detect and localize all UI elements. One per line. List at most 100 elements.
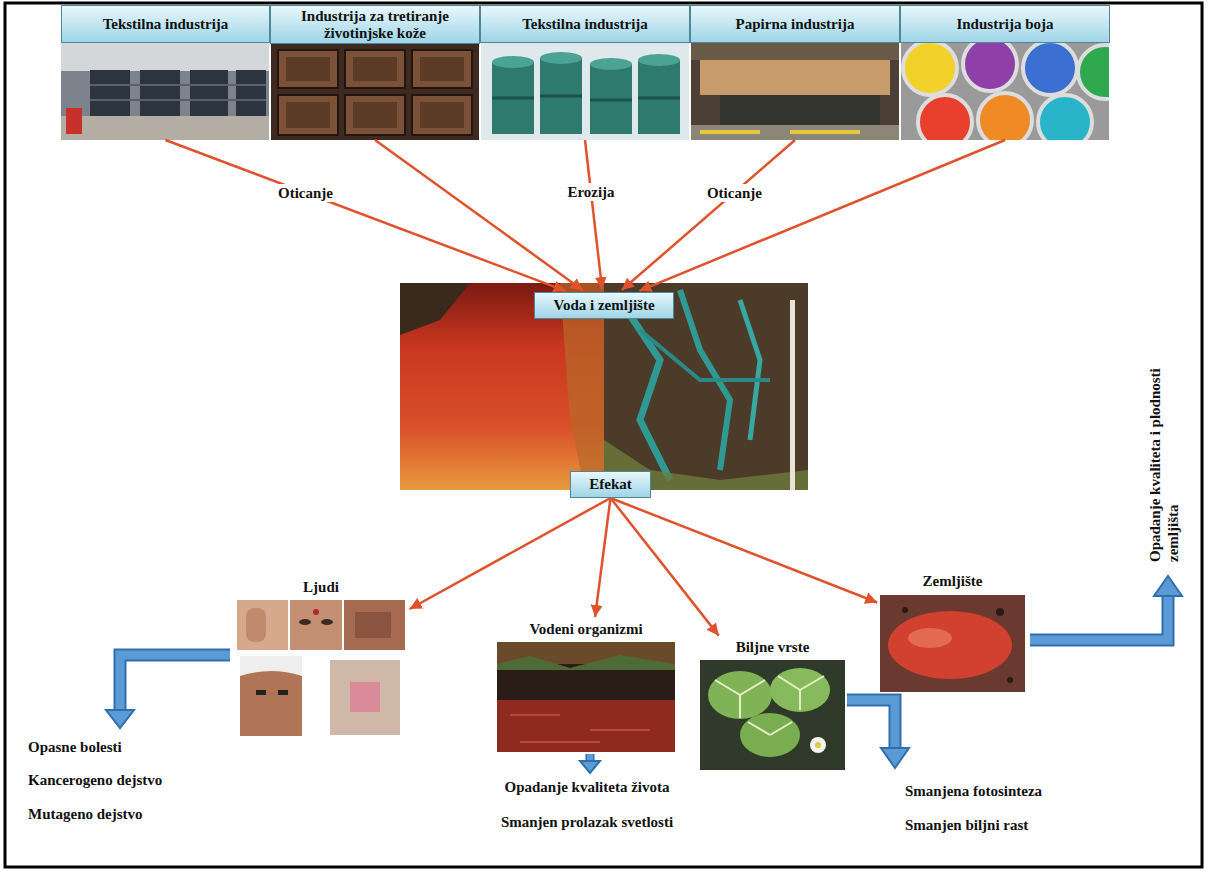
polluted-water-soil-photo [740,300,760,440]
flow-arrow [595,498,610,617]
human-effects-photos [313,609,319,615]
result-arrow [106,655,230,728]
tannery-photo [286,57,330,81]
result-arrow [580,761,600,773]
paint-cans-photo [963,43,1017,91]
result-arrow [847,700,895,750]
polluted-water-soil-photo [640,330,770,380]
industry-source: Industrija boja [900,5,1110,140]
tannery-photo [286,102,330,128]
outer-frame [5,3,1202,867]
polluted-water-soil-photo [620,300,670,480]
paint-cans-photo [1078,45,1109,99]
warehouse-photo [66,108,82,134]
warehouse-photo [90,70,130,116]
warehouse-photo [61,43,269,71]
human-effects-photos [344,600,405,650]
human-effects-photos [256,690,266,695]
flow-label: Oticanje [275,184,336,202]
effect-item: Opasne bolesti [28,738,122,756]
human-effects-photos [240,656,302,736]
aquatic-photo [497,655,675,670]
human-effects-photos [330,660,400,735]
warehouse-photo [61,43,269,140]
paint-cans-photo [1023,43,1077,95]
aquatic-organisms: Vodeni organizmi [497,620,675,754]
band-label: Tekstilna industrija [61,5,270,43]
result-arrow [120,655,230,712]
effect-item: Smanjen biljni rast [905,816,1028,834]
paper-machine-photo [700,60,890,95]
soil-photo [880,595,1025,692]
warehouse-photo [90,85,266,100]
warehouse-photo [61,43,269,140]
flow-arrow [611,498,878,602]
result-arrow [1030,594,1168,640]
result-arrow [580,754,600,773]
node-heading: Ljudi [235,578,407,596]
soil-photo [880,595,1025,692]
warehouse-photo [61,116,269,140]
paint-cans-photo [918,95,972,140]
result-arrow [106,710,134,728]
human-effects-photos [278,690,288,695]
result-arrow [120,655,230,712]
soil-photo [996,608,1004,616]
band-label: Efekat [570,471,651,498]
human-effects-photos [237,600,288,650]
soil-photo [888,611,1012,679]
tannery-photo [271,43,479,140]
plant-species: Biljne vrste [700,638,845,770]
plant-photo [810,737,826,753]
flow-arrow [410,498,611,609]
band-label: Papirna industrija [690,5,900,43]
human-effects-photos [355,612,391,638]
result-arrow [847,700,895,750]
industry-source: Papirna industrija [690,5,900,140]
paint-cans-photo [1038,95,1092,140]
aquatic-photo [510,715,650,742]
soil-photo [1007,677,1013,683]
human-effects-photos [246,608,266,642]
plant-photo [700,660,845,770]
polluted-water-soil-photo [400,283,808,490]
soil-photo [902,607,908,613]
effect-band: Efekat [570,471,651,498]
water-soil-band: Voda i zemljište [534,292,674,319]
human-effects-photos [290,600,342,650]
effect-item: Smanjena fotosinteza [905,782,1042,800]
result-arrow [1030,594,1168,640]
plant-photo [715,676,824,735]
industry-source: Industrija za tretiranje životinjske kož… [270,5,480,140]
dye-barrels-photo [481,43,689,140]
node-heading: Zemljište [880,572,1025,590]
node-heading: Vodeni organizmi [497,620,675,638]
aquatic-photo [497,642,675,752]
effect-item: Mutageno dejstvo [28,805,143,823]
effect-item-vertical: Opadanje kvaliteta i plodnosti zemljišta [1146,362,1182,562]
aquatic-photo [497,642,675,752]
dye-barrels-photo [492,96,680,100]
result-arrow [1030,576,1182,640]
node-heading: Biljne vrste [700,638,845,656]
effect-item: Smanjen prolazak svetlosti [501,813,673,831]
dye-barrels-photo [638,54,680,66]
flow-arrow [622,140,795,290]
tannery-photo [420,57,464,81]
soil-panel: Zemljište [880,572,1025,692]
human-effects-photos [240,656,302,676]
aquatic-photo [497,700,675,752]
flow-arrow [166,140,566,291]
tannery-photo [420,102,464,128]
tannery-photo [412,50,472,88]
tannery-photo [353,57,397,81]
polluted-water-soil-photo [400,283,470,335]
result-arrow [881,748,909,768]
band-label: Industrija boja [900,5,1110,43]
dye-barrels-photo [540,52,582,64]
flow-arrow [585,140,602,289]
plant-photo [815,742,821,748]
result-arrow [1154,576,1182,596]
human-effects-photos [321,619,333,625]
